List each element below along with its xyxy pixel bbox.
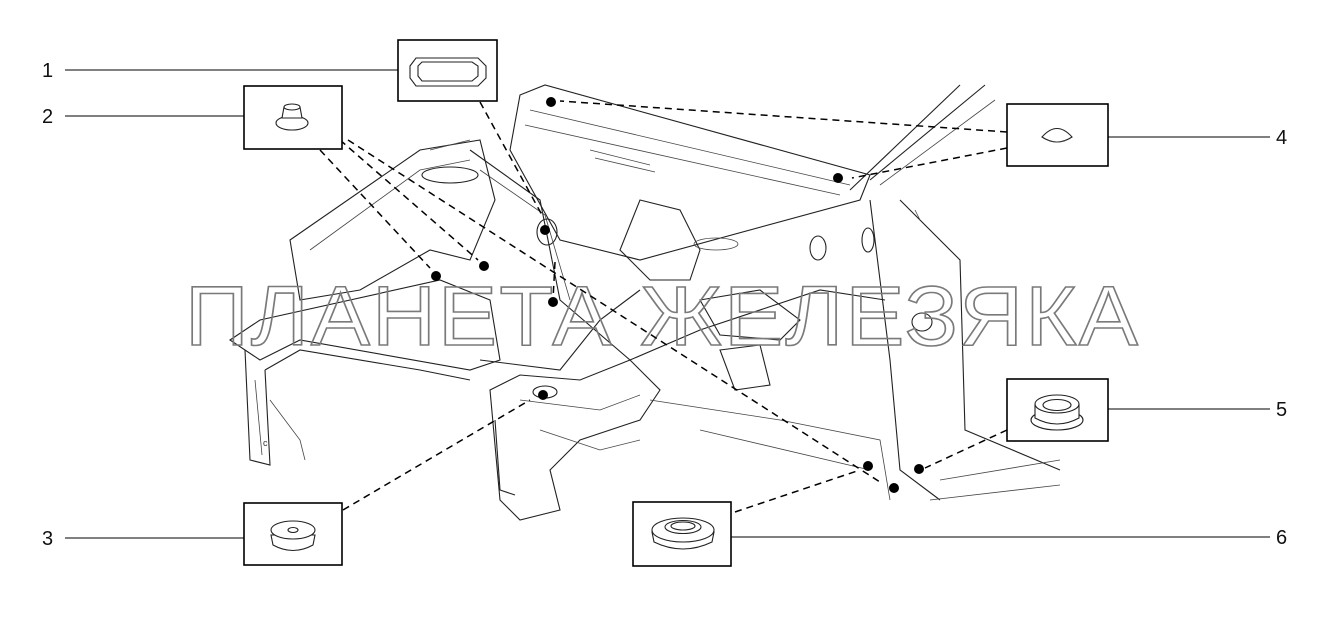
callout-number-6: 6 — [1276, 527, 1287, 549]
round-plug-icon — [270, 520, 316, 552]
callout-number-1: 1 — [42, 60, 53, 82]
part-box-4 — [1006, 103, 1109, 167]
watermark-text: ПЛАНЕТА ЖЕЛЕЗЯКА — [185, 269, 1140, 363]
part-box-2 — [243, 85, 343, 150]
oval-grommet-icon — [409, 57, 487, 87]
location-dots — [431, 97, 924, 493]
callout-number-5: 5 — [1276, 399, 1287, 421]
pointer-arrows — [319, 100, 1008, 513]
part-box-5 — [1006, 378, 1109, 442]
ring-grommet-icon — [651, 517, 715, 550]
part-box-6 — [632, 501, 732, 567]
small-plug-icon — [275, 103, 309, 131]
part-box-3 — [243, 502, 343, 566]
flat-plug-icon — [1041, 127, 1073, 143]
callout-number-3: 3 — [42, 528, 53, 550]
deep-grommet-icon — [1030, 394, 1084, 431]
svg-text:c: c — [263, 438, 268, 448]
callout-number-2: 2 — [42, 106, 53, 128]
part-box-1 — [397, 39, 498, 102]
car-body-structure: c — [229, 84, 1061, 521]
callout-numbers: 1 2 3 4 5 6 — [42, 60, 1287, 550]
callout-number-4: 4 — [1276, 127, 1287, 149]
leader-lines — [65, 69, 1270, 539]
